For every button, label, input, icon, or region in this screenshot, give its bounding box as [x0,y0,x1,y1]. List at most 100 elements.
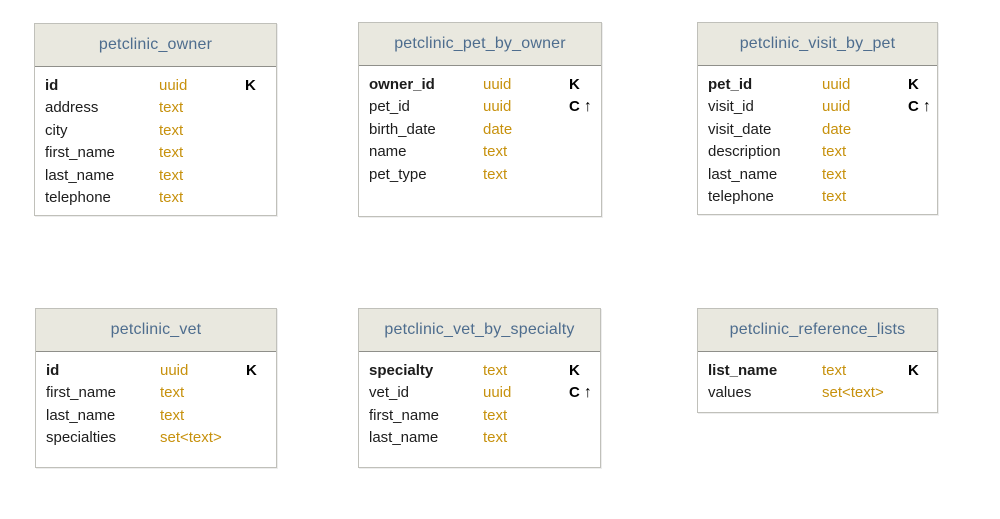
column-type: text [483,143,508,161]
key-badge [908,186,937,208]
column-name: id [46,362,60,379]
key-letter: C [569,98,580,116]
table-row: city text [45,120,276,142]
table-card: petclinic_vet_by_specialty specialty tex… [358,308,601,468]
table-row: specialties set<text> [46,427,276,449]
column-name: telephone [708,188,774,206]
table-row: list_name text K [708,360,937,382]
table-card: petclinic_visit_by_pet pet_id uuid K vis… [697,22,938,215]
column-type: uuid [160,362,189,379]
column-type: date [822,120,852,138]
column-name: vet_id [369,384,410,402]
column-type: date [483,120,513,138]
key-badge [245,165,276,187]
table-title: petclinic_visit_by_pet [698,23,937,66]
table-row: telephone text [708,186,937,208]
column-name: visit_id [708,98,754,116]
column-type: text [822,362,847,379]
key-badge: K [908,360,937,382]
table-row: pet_type text [369,164,601,186]
table-row: first_name text [46,382,276,404]
column-type: uuid [822,76,851,93]
table-card: petclinic_reference_lists list_name text… [697,308,938,413]
column-type: text [159,144,184,162]
table-row: address text [45,97,276,119]
column-type: text [160,406,185,424]
table-row: telephone text [45,187,276,209]
column-name: id [45,77,59,94]
column-type: text [822,188,847,206]
column-type: set<text> [822,384,884,402]
table-body: specialty text K vet_id uuid C↑ first_na… [359,352,600,450]
column-name: last_name [45,166,115,184]
key-letter: K [908,76,919,93]
table-row: vet_id uuid C↑ [369,382,600,404]
table-row: pet_id uuid C↑ [369,96,601,118]
key-badge: C↑ [569,382,600,404]
key-badge [908,382,937,404]
table-row: last_name text [369,427,600,449]
key-letter: K [569,362,580,379]
key-badge [569,427,600,449]
table-row: last_name text [46,405,276,427]
table-row: birth_date date [369,119,601,141]
column-name: last_name [708,165,778,183]
sort-asc-arrow: ↑ [922,98,931,116]
column-name: pet_id [708,76,753,93]
column-type: text [159,121,184,139]
table-title: petclinic_reference_lists [698,309,937,352]
key-badge [245,97,276,119]
key-badge [246,405,276,427]
column-name: visit_date [708,120,772,138]
key-badge: K [246,360,276,382]
key-badge [245,187,276,209]
table-row: visit_date date [708,119,937,141]
key-badge [246,382,276,404]
column-type: uuid [159,77,188,94]
table-body: id uuid K address text city text first_n… [35,67,276,209]
column-name: pet_type [369,165,427,183]
table-body: list_name text K values set<text> [698,352,937,405]
key-badge [569,405,600,427]
table-row: specialty text K [369,360,600,382]
column-name: first_name [369,406,440,424]
table-body: owner_id uuid K pet_id uuid C↑ birth_dat… [359,66,601,186]
key-badge: C↑ [569,96,601,118]
column-type: text [483,429,508,447]
table-row: first_name text [369,405,600,427]
table-card: petclinic_pet_by_owner owner_id uuid K p… [358,22,602,217]
column-type: text [483,362,508,379]
table-row: values set<text> [708,382,937,404]
table-row: description text [708,141,937,163]
table-row: last_name text [45,165,276,187]
key-badge [908,119,937,141]
key-letter: K [569,76,580,93]
key-letter: C [569,384,580,402]
table-card: petclinic_owner id uuid K address text c… [34,23,277,216]
table-title: petclinic_vet_by_specialty [359,309,600,352]
column-type: text [822,143,847,161]
column-name: name [369,143,407,161]
column-name: pet_id [369,98,410,116]
table-row: pet_id uuid K [708,74,937,96]
column-type: uuid [483,98,512,116]
column-type: text [483,165,508,183]
table-body: pet_id uuid K visit_id uuid C↑ visit_dat… [698,66,937,208]
column-name: address [45,99,99,117]
column-name: list_name [708,362,778,379]
key-badge [908,141,937,163]
table-row: last_name text [708,164,937,186]
table-body: id uuid K first_name text last_name text… [36,352,276,450]
key-letter: K [908,362,919,379]
column-name: last_name [46,406,116,424]
key-badge [569,141,601,163]
column-type: text [160,384,185,402]
table-card: petclinic_vet id uuid K first_name text … [35,308,277,468]
table-title: petclinic_owner [35,24,276,67]
table-row: id uuid K [45,75,276,97]
table-title: petclinic_vet [36,309,276,352]
key-badge: K [908,74,937,96]
sort-asc-arrow: ↑ [583,98,592,116]
column-name: first_name [45,144,116,162]
